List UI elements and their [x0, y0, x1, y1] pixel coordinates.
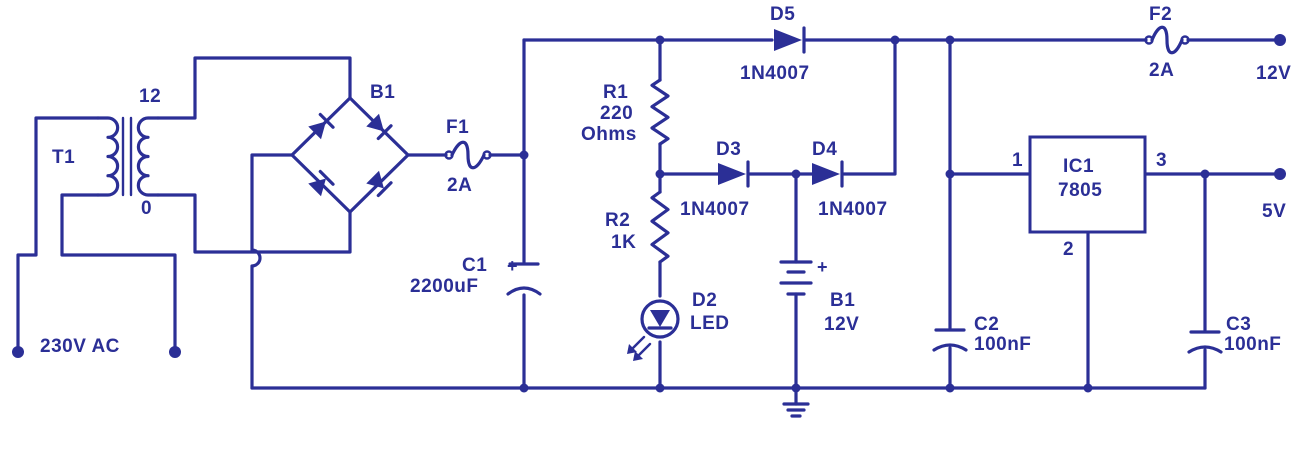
terminals [12, 34, 1286, 358]
label-f2-value: 2A [1149, 60, 1174, 81]
regulator-ic1 [1028, 135, 1147, 234]
capacitor-c2 [932, 328, 968, 352]
label-ic-pin3: 3 [1156, 150, 1167, 171]
diode-d3 [718, 160, 750, 188]
label-c1-name: C1 [462, 255, 487, 276]
label-f1-name: F1 [446, 117, 469, 138]
label-ic-pin1: 1 [1012, 150, 1023, 171]
resistor-r1 [650, 78, 670, 146]
label-d5-name: D5 [770, 4, 795, 25]
mains-terminal-right [169, 346, 181, 358]
label-ic-value: 7805 [1058, 180, 1102, 201]
output-terminal-12v [1274, 34, 1286, 46]
label-d4-name: D4 [812, 139, 837, 160]
label-r2-value: 1K [611, 232, 636, 253]
bridge-rectifier-b1 [290, 96, 410, 214]
label-battery-value: 12V [824, 314, 859, 335]
label-mains: 230V AC [40, 336, 120, 357]
label-c3-value: 100nF [1224, 334, 1281, 355]
label-t1-top: 12 [139, 86, 161, 107]
diode-d4 [812, 160, 844, 188]
label-f2-name: F2 [1149, 4, 1172, 25]
wiring [16, 38, 1280, 406]
label-d3-value: 1N4007 [680, 199, 750, 220]
ground-symbol [782, 402, 810, 418]
fuse-f2 [1144, 25, 1190, 55]
mains-terminal-left [12, 346, 24, 358]
label-d2-name: D2 [692, 290, 717, 311]
label-r1-value: 220 [600, 103, 633, 124]
junction-dots [519, 35, 1210, 393]
label-f1-value: 2A [447, 175, 472, 196]
label-output-12v: 12V [1256, 63, 1291, 84]
label-c3-name: C3 [1226, 314, 1251, 335]
label-d4-value: 1N4007 [818, 199, 888, 220]
label-c1-plus: + [507, 256, 518, 276]
led-d2 [627, 299, 680, 361]
label-r1-unit: Ohms [581, 124, 637, 145]
label-output-5v: 5V [1262, 201, 1286, 222]
label-ic-name: IC1 [1063, 156, 1094, 177]
label-c2-name: C2 [974, 314, 999, 335]
label-r2-name: R2 [605, 210, 630, 231]
capacitor-c1 [506, 262, 542, 296]
label-ic-pin2: 2 [1063, 239, 1074, 260]
label-c2-value: 100nF [974, 334, 1031, 355]
label-d3-name: D3 [716, 139, 741, 160]
battery-b1 [779, 260, 813, 296]
capacitor-c3 [1187, 330, 1223, 354]
label-t1-bottom: 0 [141, 198, 152, 219]
label-c1-value: 2200uF [410, 276, 478, 297]
label-bridge: B1 [370, 82, 395, 103]
transformer-t1 [96, 116, 160, 197]
fuse-f1 [444, 140, 492, 170]
label-d5-value: 1N4007 [740, 63, 810, 84]
label-battery-plus: + [817, 257, 828, 277]
output-terminal-5v [1274, 168, 1286, 180]
resistor-r2 [650, 190, 670, 264]
label-battery-name: B1 [830, 290, 855, 311]
labels: T1 12 0 230V AC B1 F1 2A C1 + 2200uF R1 … [40, 4, 1291, 357]
diode-d5 [774, 26, 806, 54]
label-d2-value: LED [690, 313, 730, 334]
label-t1: T1 [52, 147, 75, 168]
label-r1-name: R1 [603, 82, 628, 103]
